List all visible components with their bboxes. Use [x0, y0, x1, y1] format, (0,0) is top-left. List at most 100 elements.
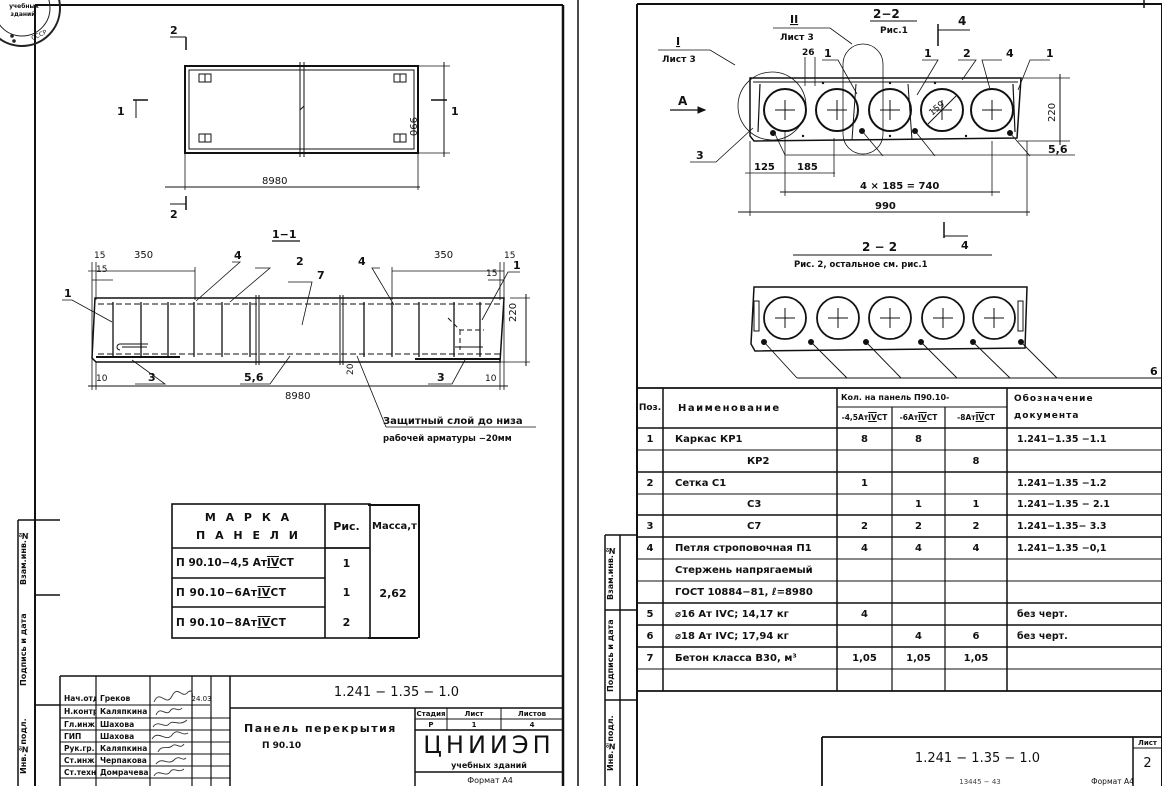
staff-name: Каляпкина [100, 743, 148, 753]
spec-cell-pos [637, 559, 663, 581]
dim-cover-20: 20 [346, 363, 356, 375]
org-name: ЦНИИЭП [423, 731, 555, 759]
spec-cell-doc [1013, 669, 1162, 691]
spec-cell-q1 [837, 450, 892, 472]
spec-cell-q3 [945, 581, 1007, 603]
qty-col-suffix: СТ [876, 413, 888, 422]
mark-table-fig: 1 [342, 556, 351, 570]
spec-cell-q3: 6 [972, 630, 980, 642]
sheet-label: Лист [464, 709, 484, 718]
stamp-text-upper: учебных [9, 2, 39, 10]
staff-role: Нач.отд. [64, 694, 96, 703]
spec-cell-q1: 8 [861, 433, 868, 445]
stage-label: Стадия [416, 709, 446, 718]
section-1-1 [62, 240, 536, 428]
spec-cell-q2 [892, 559, 945, 581]
spec-cell-pos [637, 494, 663, 515]
spec-cell-pos: 7 [646, 652, 654, 664]
dim-26: 26 [802, 48, 815, 58]
spec-cell-doc [1013, 647, 1162, 669]
staff-name: Черпакова [100, 755, 147, 765]
spec-cell-q1 [837, 494, 892, 515]
callout-pos-1-left: 1 [64, 287, 72, 300]
callout-1c: 1 [1046, 47, 1054, 60]
sheet-1-graphics: 2 2 1 1 8980 990 [0, 0, 579, 786]
spec-cell-q1: 4 [861, 608, 868, 620]
spec-cell-name: Каркас КР1 [675, 433, 743, 445]
mark-table-fig: 1 [342, 586, 351, 599]
spec-cell-q2 [892, 472, 945, 494]
spec-cell-q3 [945, 559, 1007, 581]
spec-cell-q3: 8 [972, 455, 980, 467]
mark-table-header-fig: Рис. [333, 519, 360, 533]
dim-4x185: 4 × 185 = 740 [860, 181, 939, 192]
callout-5-6: 5,6 [1048, 143, 1068, 156]
margin-label-inv-orig: Инв.№подл. [606, 715, 615, 772]
detail-ii-numeral: II [790, 13, 798, 26]
margin-label-replace-inv: Взам.инв.№ [606, 546, 615, 600]
callout-1b: 1 [924, 47, 932, 60]
callout-pos-4-right: 4 [358, 255, 366, 268]
stage-value: Р [428, 720, 434, 729]
spec-cell-q1: 1 [861, 477, 868, 489]
panel-mark-suffix: СТ [278, 557, 294, 569]
qty-col-prefix: -4,5Ат [841, 413, 869, 422]
spec-cell-doc [1013, 450, 1162, 472]
spec-cell-q3: 1 [972, 499, 980, 510]
approval-stamp [0, 0, 61, 47]
sheet-label: Лист [1138, 738, 1157, 747]
mark-table-header-mark-line2: П А Н Е Л И [196, 528, 301, 542]
sheet-2-graphics: 2−2 Рис.1 4 I Лист 3 II Лист 3 А 26 159 … [604, 0, 1162, 786]
dim-990: 990 [875, 201, 896, 212]
steel-class: IV [868, 413, 877, 422]
spec-header-pos: Поз. [638, 403, 662, 413]
spec-cell-q2: 1 [915, 499, 922, 510]
staff-date: 24.03 [192, 694, 211, 703]
spec-cell-q3 [945, 603, 1007, 625]
title-block-designation: 1.241 − 1.35 − 1.0 [914, 750, 1041, 766]
section-2-2-fig1-title: 2−2 [873, 7, 900, 21]
spec-cell-pos: 1 [646, 433, 654, 445]
qty-col-prefix: -6Ат [899, 413, 919, 422]
panel-mark-suffix: СТ [270, 586, 287, 599]
mark-table-border-bottom [368, 637, 418, 639]
panel-mark-suffix: СТ [270, 616, 287, 629]
steel-class: IV [257, 586, 271, 599]
dim-15-right-inner: 15 [486, 269, 497, 279]
drawing-sheet-2: 2−2 Рис.1 4 I Лист 3 II Лист 3 А 26 159 … [590, 0, 1162, 786]
spec-header-name: Наименование [678, 402, 781, 414]
plan-section-mark-left: 1 [117, 105, 125, 118]
spec-cell-doc: 1.241−1.35 − 2.1 [1017, 499, 1110, 510]
doc-title-line-1: Панель перекрытия [244, 721, 397, 735]
staff-role: Гл.инж. [64, 719, 96, 729]
spec-cell-doc [1013, 559, 1162, 581]
staff-name: Домрачева [100, 767, 149, 777]
copy-number: 13445 − 43 [959, 778, 1001, 786]
steel-class: IV [918, 413, 927, 422]
stamp-text-lower: зданий [10, 10, 36, 18]
spec-cell-q1: 1,05 [852, 652, 877, 664]
cover-note-line-2: рабочей арматуры −20мм [383, 433, 512, 444]
dim-185: 185 [797, 162, 818, 173]
spec-cell-q2: 4 [915, 542, 922, 554]
spec-cell-doc: 1.241−1.35 −0,1 [1017, 542, 1107, 554]
dim-220: 220 [1047, 103, 1058, 122]
spec-cell-q2 [892, 450, 945, 472]
dim-10-left: 10 [96, 374, 108, 384]
spec-header-doc-line2: документа [1014, 411, 1080, 421]
mark-table-mass: 2,62 [379, 586, 407, 600]
doc-title-line-2: П 90.10 [262, 741, 302, 751]
dim-8980-overall: 8980 [285, 391, 310, 402]
qty-col-suffix: СТ [984, 413, 995, 422]
detail-i-sheet-ref: Лист 3 [662, 55, 696, 65]
plan-section-mark-top: 2 [170, 24, 178, 37]
spec-cell-name: Бетон класса В30, м³ [675, 652, 797, 664]
spec-cell-doc [1013, 581, 1162, 603]
view-arrow-a-label: А [678, 94, 688, 108]
spec-table-grid [604, 387, 1162, 786]
margin-label-inv-orig: Инв.№подл. [19, 718, 28, 774]
spec-cell-name: ⌀16 Ат IVС; 14,17 кг [675, 608, 789, 620]
callout-pos-4-left: 4 [234, 249, 242, 262]
